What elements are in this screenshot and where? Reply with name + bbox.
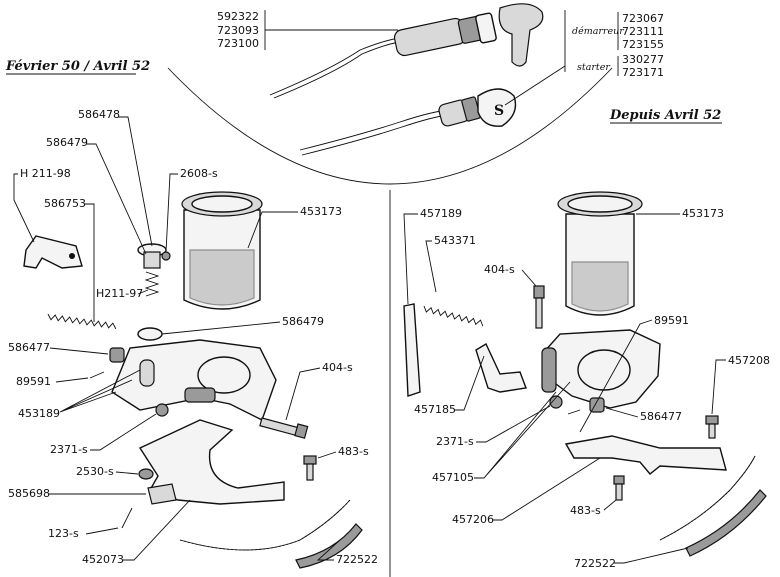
right-hose-722522 <box>659 455 767 557</box>
label-89591-left: 89591 <box>16 375 51 388</box>
starter-cable-assembly <box>269 3 544 99</box>
left-cylinder-453173 <box>181 191 263 310</box>
right-lever-457206 <box>564 435 727 475</box>
left-screw-89591 <box>89 371 105 379</box>
label-586753: 586753 <box>44 197 86 210</box>
right-plate-assembly <box>541 329 661 409</box>
label-483-s-left: 483-s <box>338 445 369 458</box>
left-bracket-452073 <box>138 419 285 505</box>
label-586478: 586478 <box>78 108 120 121</box>
left-screw-483s <box>303 455 317 481</box>
demarreur-ref-1: 723067 <box>622 12 664 25</box>
starter-ref-2: 723171 <box>622 66 664 79</box>
left-bracket-h211-98 <box>23 235 83 269</box>
label-457185: 457185 <box>414 403 456 416</box>
left-plate-453189 <box>111 339 277 421</box>
label-453173-right: 453173 <box>682 207 724 220</box>
label-89591-right: 89591 <box>654 314 689 327</box>
label-2608-s: 2608-s <box>180 167 218 180</box>
cable-ref-3: 723100 <box>217 37 259 50</box>
label-2371-s-left: 2371-s <box>50 443 88 456</box>
left-clip-585698 <box>147 483 177 505</box>
header-left: Février 50 / Avril 52 <box>5 59 150 74</box>
starter-label: starter <box>577 62 611 73</box>
label-586477-left: 586477 <box>8 341 50 354</box>
label-452073: 452073 <box>82 553 124 566</box>
right-spring-543371 <box>423 305 484 327</box>
right-arm-457189 <box>403 303 421 397</box>
label-722522-right: 722522 <box>574 557 616 570</box>
left-washer-586479 <box>137 327 163 341</box>
label-457206: 457206 <box>452 513 494 526</box>
cable-ref-1: 592322 <box>217 10 259 23</box>
demarreur-label: démarreur <box>572 26 625 37</box>
demarreur-ref-3: 723155 <box>622 38 664 51</box>
left-bolt-404s <box>259 417 309 439</box>
demarreur-ref-2: 723111 <box>622 25 664 38</box>
label-404-s-right: 404-s <box>484 263 515 276</box>
left-washer-2530s <box>138 468 154 480</box>
right-nut-2371s <box>549 395 563 409</box>
label-586479-mid: 586479 <box>282 315 324 328</box>
label-457105: 457105 <box>432 471 474 484</box>
right-bolt-404s <box>533 285 545 329</box>
left-nut-2371s <box>155 403 169 417</box>
right-cylinder-453173 <box>557 191 643 316</box>
label-586479-top: 586479 <box>46 136 88 149</box>
starter-ref-1: 330277 <box>622 53 664 66</box>
label-543371: 543371 <box>434 234 476 247</box>
label-453189: 453189 <box>18 407 60 420</box>
header-right: Depuis Avril 52 <box>609 108 721 123</box>
right-screw-457208 <box>705 415 719 439</box>
label-h211-97: H211-97 <box>96 287 143 300</box>
label-453173-left: 453173 <box>300 205 342 218</box>
left-nut-586477 <box>109 347 125 363</box>
cable-ref-2: 723093 <box>217 24 259 37</box>
label-483-s-right: 483-s <box>570 504 601 517</box>
label-457189: 457189 <box>420 207 462 220</box>
label-2371-s-right: 2371-s <box>436 435 474 448</box>
label-123-s: 123-s <box>48 527 79 540</box>
choke-cable-assembly: S <box>299 88 517 156</box>
label-2530-s: 2530-s <box>76 465 114 478</box>
starter-reference-group: starter 330277 723171 <box>504 53 664 106</box>
top-arc-divider <box>167 67 613 185</box>
label-404-s-left: 404-s <box>322 361 353 374</box>
left-spring-586753 <box>47 313 117 330</box>
label-585698: 585698 <box>8 487 50 500</box>
right-screw-483s <box>613 475 625 501</box>
label-457208: 457208 <box>728 354 770 367</box>
label-586477-right: 586477 <box>640 410 682 423</box>
label-722522-left: 722522 <box>336 553 378 566</box>
choke-knob-letter: S <box>494 103 504 119</box>
label-h211-98: H 211-98 <box>20 167 71 180</box>
right-small-screw <box>567 409 581 415</box>
left-hose-722522 <box>179 499 363 569</box>
right-bracket-457185 <box>475 343 527 393</box>
left-screw-123s <box>121 507 133 529</box>
demarreur-reference-group: démarreur 723067 723111 723155 <box>564 10 664 72</box>
cable-reference-group: 592322 723093 723100 <box>217 10 398 50</box>
